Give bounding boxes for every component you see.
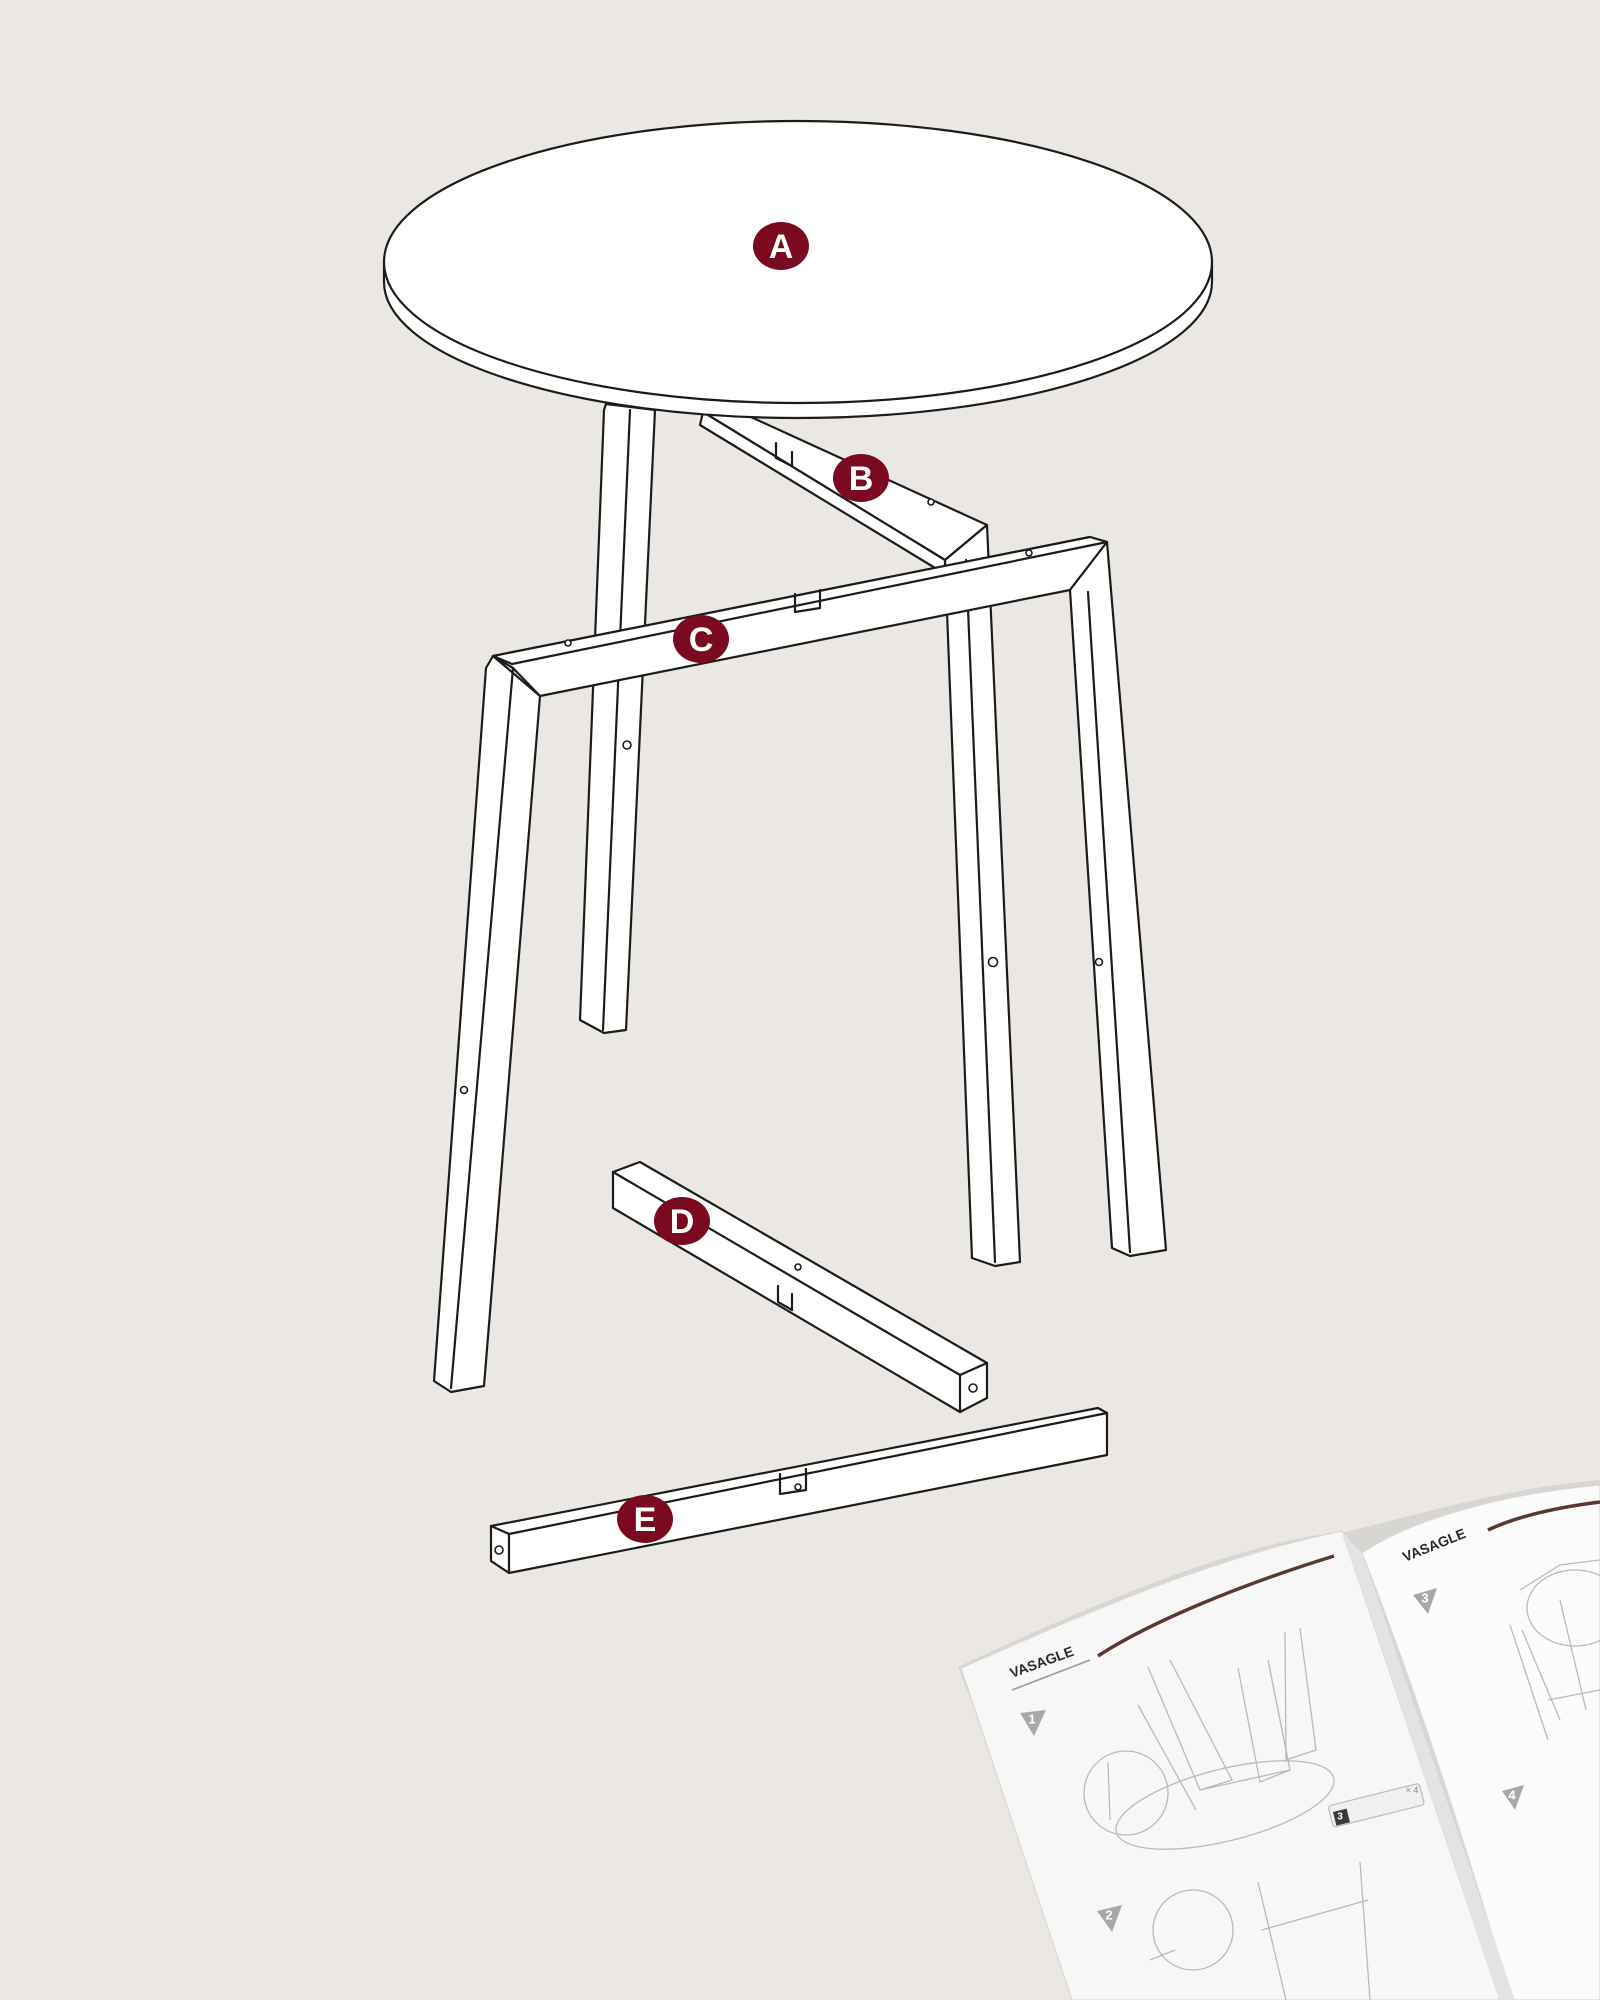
back-left-leg: [578, 402, 657, 1035]
manual-hardware-badge: 3: [1333, 1808, 1350, 1826]
svg-text:D: D: [670, 1203, 695, 1241]
svg-text:3: 3: [1337, 1812, 1343, 1823]
beam-d: [611, 1160, 989, 1414]
beam-e: [489, 1406, 1109, 1575]
manual-step-2: 2: [1097, 1905, 1122, 1932]
svg-text:E: E: [634, 1501, 657, 1539]
svg-text:× 4: × 4: [1406, 1785, 1419, 1795]
callout-d: D: [654, 1197, 710, 1245]
svg-text:B: B: [849, 460, 874, 498]
manual-left-page: [960, 1530, 1501, 2000]
callout-a: A: [753, 222, 809, 270]
manual-step-1: 1: [1020, 1710, 1046, 1736]
svg-text:3: 3: [1421, 1591, 1428, 1606]
svg-text:1: 1: [1028, 1712, 1035, 1727]
callout-b: B: [833, 454, 889, 502]
svg-text:C: C: [689, 621, 714, 659]
tabletop-a: [382, 119, 1214, 420]
callout-c: C: [673, 615, 729, 663]
svg-text:4: 4: [1508, 1788, 1516, 1803]
frame-c: [432, 535, 1168, 1394]
instruction-manual: VASAGLE VASAGLE 1 2 3 4: [958, 1480, 1600, 2000]
svg-text:2: 2: [1105, 1908, 1112, 1923]
manual-step-4: 4: [1502, 1785, 1524, 1810]
frame-b: [698, 410, 1022, 1268]
svg-text:A: A: [769, 228, 794, 266]
manual-step-3: 3: [1413, 1588, 1437, 1614]
callout-e: E: [617, 1495, 673, 1543]
